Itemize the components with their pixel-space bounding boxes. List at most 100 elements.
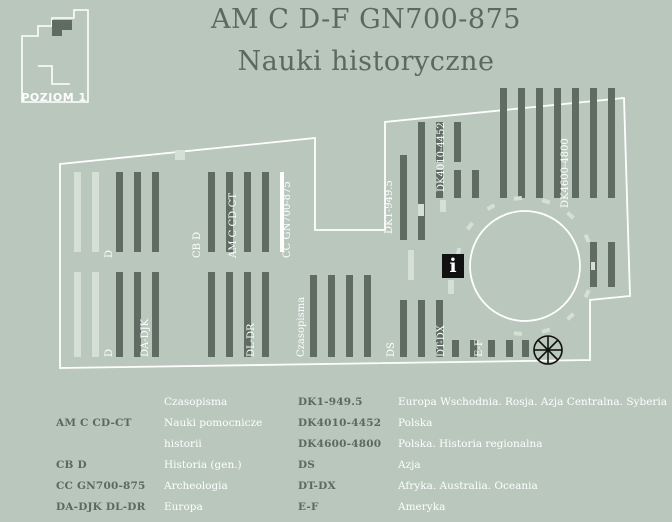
legend-code: CB D [56,459,87,471]
rotunda-seat [513,195,523,201]
shelf [152,172,159,252]
shelf [364,275,371,357]
legend-code: DS [298,459,316,471]
map-subtitle: Nauki historyczne [237,46,495,77]
shelf-label-am-c-cd-ct: AM C CD-CT [228,192,239,258]
light-shelf [418,204,424,216]
rotunda-seat [566,211,575,220]
shelf [116,272,123,357]
shelf [208,272,215,357]
shelf [436,122,443,162]
legend-description: Europa Wschodnia. Rosja. Azja Centralna.… [398,396,668,408]
legend-code: DA-DJK DL-DR [56,501,146,513]
shelf [244,272,251,357]
map-title: AM C D-F GN700-875 [211,4,521,35]
shelf [262,172,269,252]
floor-outline [59,97,631,369]
shelf [608,88,615,198]
shelf [554,88,561,198]
light-shelf [440,200,446,212]
shelf [488,340,495,357]
shelf [262,272,269,357]
legend-code: DK4010-4452 [298,417,382,429]
shelf [452,340,459,357]
shelf [400,155,407,240]
shelf [134,272,141,357]
rotunda-seat [583,289,591,299]
shelf-label-e-f: E-F [474,339,485,357]
shelf-label-da-djk: DA-DJK [140,318,151,357]
rotunda-seat [486,203,496,211]
light-shelf [74,172,81,252]
shelf [400,300,407,357]
shelf [522,340,529,357]
shelf-label-dl-dr: DL-DR [246,323,257,357]
legend-code [56,392,146,413]
light-shelf [74,272,81,357]
light-shelf [92,172,99,252]
rotunda-seat [583,233,591,243]
shelf [208,172,215,252]
shelf-label-cb-d: CB D [192,231,203,258]
legend-descriptions-right: Europa Wschodnia. Rosja. Azja Centralna.… [398,392,667,518]
legend-code: AM C CD-CT [56,417,132,429]
shelf [418,122,425,162]
shelf [418,300,425,357]
legend-description: Polska [398,417,433,429]
rotunda-seat [541,327,551,334]
legend-code: E-F [298,501,319,513]
shelf [472,170,479,198]
shelf [310,275,317,357]
shelf [346,275,353,357]
shelf [244,172,251,252]
light-shelf [408,250,414,280]
legend-code [56,434,146,455]
shelf [518,88,525,198]
shelf [572,88,579,198]
rotunda-seat [591,262,595,270]
legend-code: DK1-949.5 [298,396,363,408]
legend-description: Czasopisma [164,396,228,408]
pillar [175,150,185,160]
legend-description: Afryka. Australia. Oceania [398,480,538,492]
shelf [454,122,461,162]
rotunda-seat [513,331,523,337]
shelf-label-dk4600: DK4600-4800 [560,138,571,208]
shelf [328,275,335,357]
shelf [134,172,141,252]
shelf [454,170,461,198]
shelf-label-czasopisma: Czasopisma [296,296,307,357]
shelf [116,172,123,252]
spiral-staircase-icon [533,335,563,365]
shelf-group [74,88,615,357]
level-building-icon [21,9,89,103]
shelf [608,242,615,287]
shelf [536,88,543,198]
shelf-label-cc-gn: CC GN700-875 [282,181,293,258]
light-shelf [280,172,284,252]
shelf [152,272,159,357]
shelf [418,155,425,240]
legend-code: DT-DX [298,480,336,492]
shelf-label-dk4010: DK4010-4452 [436,122,447,192]
shelf [436,170,443,198]
legend-description: Historia (gen.) [164,459,242,471]
shelf [590,88,597,198]
rotunda-seating [455,195,595,337]
level-label: POZIOM 1 [21,91,87,104]
shelf-label-dk1: DK1-949.5 [384,180,395,234]
rotunda-seat [466,221,474,231]
shelf [500,88,507,198]
legend-code: CC GN700-875 [56,480,146,492]
legend-description: Azja [398,459,421,471]
shelf-label-ds: DS [386,342,397,357]
legend-description: Ameryka [398,501,446,513]
legend-description: Nauki pomocnicze [164,417,263,429]
shelf [226,172,233,252]
light-shelf [448,280,454,294]
info-icon[interactable]: i [442,254,464,278]
